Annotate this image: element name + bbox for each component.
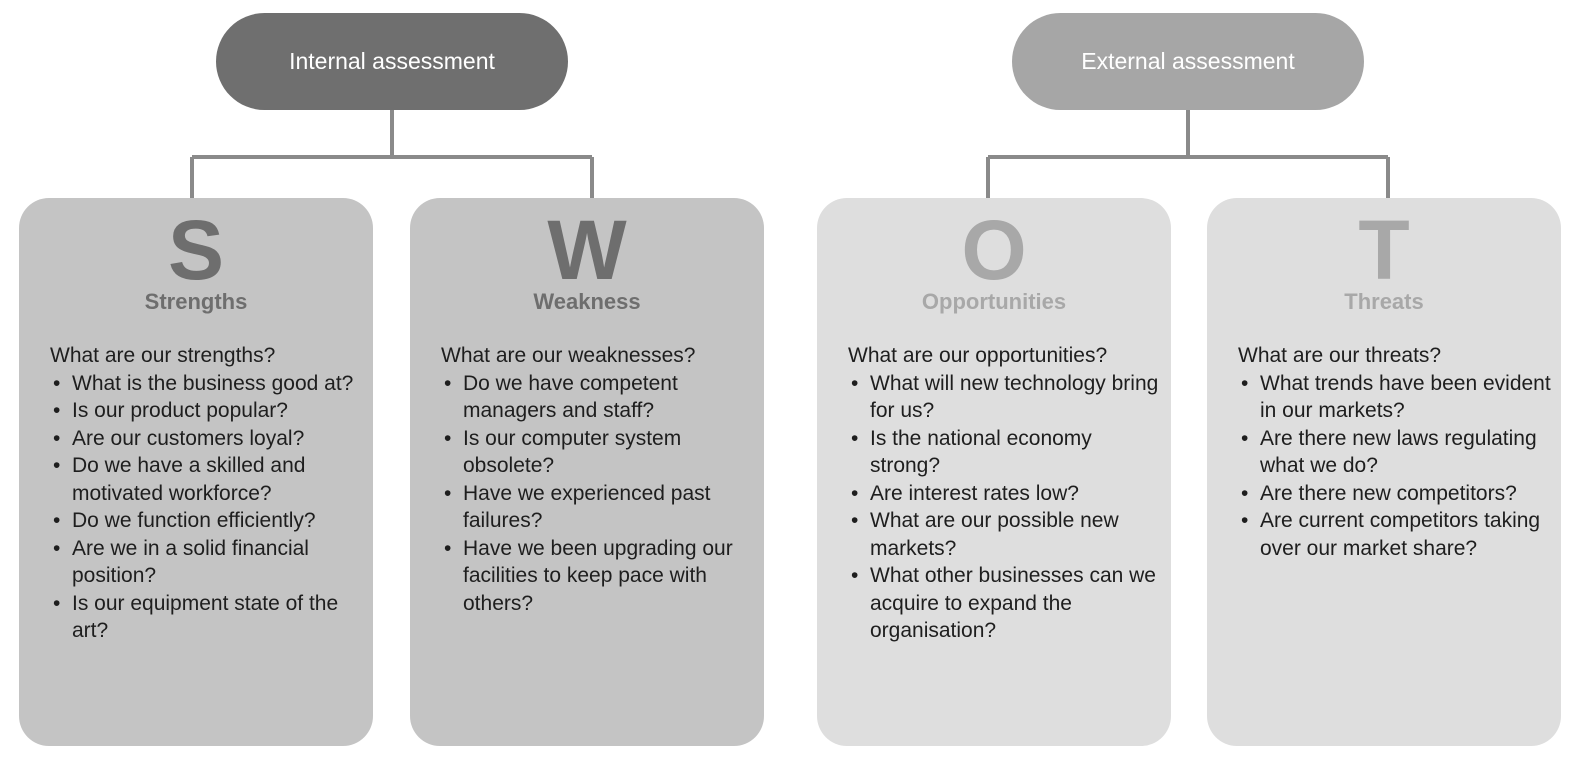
opportunities-bullet-item: What other businesses can we acquire to … (848, 562, 1165, 645)
strengths-bullet-item: Do we function efficiently? (50, 507, 367, 535)
opportunities-bullet-item: Is the national economy strong? (848, 425, 1165, 480)
opportunities-bullet-item: What will new technology bring for us? (848, 370, 1165, 425)
threats-card: T Threats What are our threats? What tre… (1207, 198, 1561, 746)
strengths-title: Strengths (144, 289, 248, 314)
threats-body: What are our threats? What trends have b… (1238, 342, 1555, 562)
weakness-letter: W (547, 203, 627, 297)
strengths-bullet-item: Are we in a solid financial position? (50, 535, 367, 590)
threats-question: What are our threats? (1238, 344, 1442, 367)
threats-title: Threats (1344, 289, 1424, 314)
opportunities-list: What will new technology bring for us?Is… (848, 370, 1165, 645)
threats-bullet-item: Are there new laws regulating what we do… (1238, 425, 1555, 480)
strengths-list: What is the business good at?Is our prod… (50, 370, 367, 645)
threats-letter: T (1358, 203, 1410, 297)
opportunities-bullet-item: Are interest rates low? (848, 480, 1165, 508)
weakness-list: Do we have competent managers and staff?… (441, 370, 758, 618)
strengths-body: What are our strengths? What is the busi… (50, 342, 367, 645)
strengths-bullet-item: Are our customers loyal? (50, 425, 367, 453)
opportunities-question: What are our opportunities? (848, 344, 1108, 367)
internal-connector (190, 110, 594, 198)
weakness-question: What are our weaknesses? (441, 344, 696, 367)
opportunities-body: What are our opportunities? What will ne… (848, 342, 1165, 645)
weakness-bullet-item: Have we experienced past failures? (441, 480, 758, 535)
threats-bullet-item: What trends have been evident in our mar… (1238, 370, 1555, 425)
opportunities-title: Opportunities (921, 289, 1067, 314)
opportunities-card: O Opportunities What are our opportuniti… (817, 198, 1171, 746)
strengths-bullet-item: What is the business good at? (50, 370, 367, 398)
weakness-bullet-item: Have we been upgrading our facilities to… (441, 535, 758, 618)
opportunities-letter: O (961, 203, 1027, 297)
external-assessment-label: External assessment (1081, 48, 1295, 74)
opportunities-bullet-item: What are our possible new markets? (848, 507, 1165, 562)
internal-assessment-label: Internal assessment (289, 48, 495, 74)
weakness-bullet-item: Is our computer system obsolete? (441, 425, 758, 480)
weakness-title: Weakness (533, 289, 641, 314)
strengths-card: S Strengths What are our strengths? What… (19, 198, 373, 746)
weakness-card: W Weakness What are our weaknesses? Do w… (410, 198, 764, 746)
strengths-bullet-item: Is our product popular? (50, 397, 367, 425)
external-connector (986, 110, 1390, 198)
threats-bullet-item: Are current competitors taking over our … (1238, 507, 1555, 562)
weakness-bullet-item: Do we have competent managers and staff? (441, 370, 758, 425)
threats-list: What trends have been evident in our mar… (1238, 370, 1555, 563)
strengths-bullet-item: Do we have a skilled and motivated workf… (50, 452, 367, 507)
threats-bullet-item: Are there new competitors? (1238, 480, 1555, 508)
strengths-bullet-item: Is our equipment state of the art? (50, 590, 367, 645)
strengths-letter: S (167, 203, 225, 297)
internal-assessment-pill: Internal assessment (216, 13, 568, 110)
weakness-body: What are our weaknesses? Do we have comp… (441, 342, 758, 617)
strengths-question: What are our strengths? (50, 344, 276, 367)
external-assessment-pill: External assessment (1012, 13, 1364, 110)
